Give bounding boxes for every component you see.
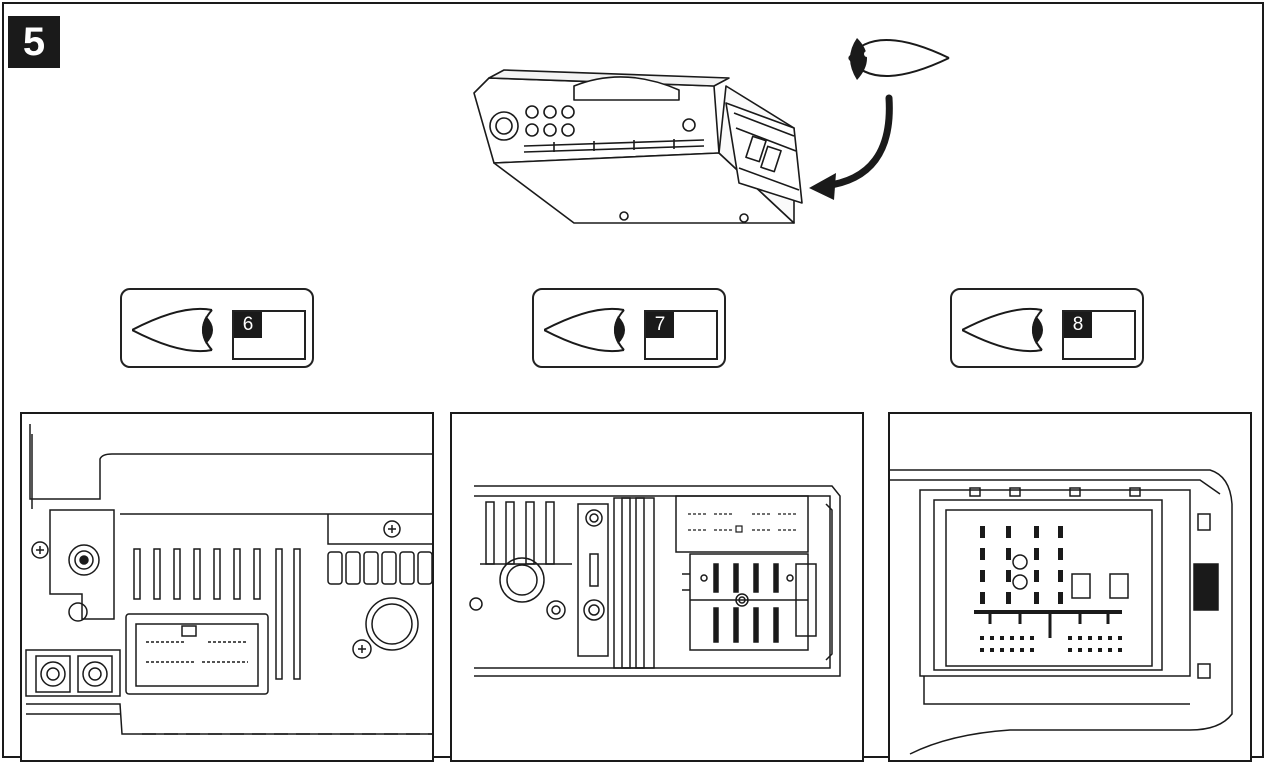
curved-arrow-icon (809, 94, 893, 200)
detail-panel-6 (20, 412, 434, 762)
radio-unit-illustration (473, 38, 950, 224)
view-reference-box: 7 (644, 310, 718, 360)
view-card-6: 6 (120, 288, 314, 368)
eye-icon (544, 307, 625, 353)
detail-panel-8 (888, 412, 1252, 762)
view-reference-number: 7 (646, 312, 674, 338)
detail-panel-7 (450, 412, 864, 762)
view-reference-box: 6 (232, 310, 306, 360)
eye-icon (962, 307, 1043, 353)
step-number-badge: 5 (8, 16, 60, 68)
view-reference-number: 8 (1064, 312, 1092, 338)
view-card-8: 8 (950, 288, 1144, 368)
view-reference-number: 6 (234, 312, 262, 338)
view-card-7: 7 (532, 288, 726, 368)
eye-icon (848, 38, 950, 80)
eye-icon (132, 307, 213, 353)
view-reference-box: 8 (1062, 310, 1136, 360)
